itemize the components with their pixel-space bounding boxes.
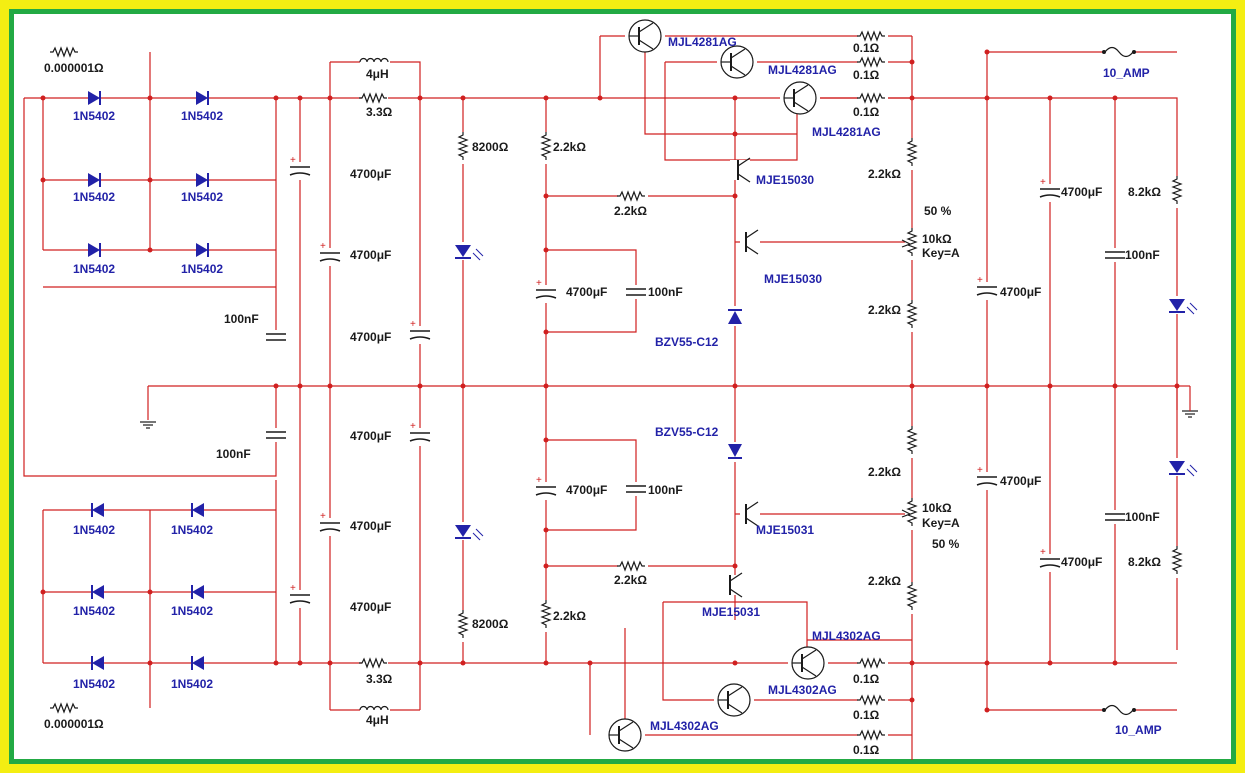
label-transistor: MJE15031	[756, 523, 814, 537]
label-transistor: MJL4302AG	[768, 683, 837, 697]
label-resistor: 3.3Ω	[366, 105, 393, 119]
label-diode: 1N5402	[181, 190, 223, 204]
label-inductor: 4μH	[366, 713, 389, 727]
label-resistor: 0.1Ω	[853, 708, 880, 722]
label-pot: 10kΩ	[922, 232, 952, 246]
label-cap: 100nF	[648, 483, 683, 497]
label-cap: 4700μF	[1000, 474, 1041, 488]
label-diode: 1N5402	[73, 109, 115, 123]
label-resistor: 2.2kΩ	[614, 204, 647, 218]
label-cap: 4700μF	[350, 600, 391, 614]
label-resistor: 2.2kΩ	[868, 574, 901, 588]
components	[49, 19, 1199, 752]
label-r-sense-top: 0.000001Ω	[44, 61, 104, 75]
label-diode: 1N5402	[181, 109, 223, 123]
label-pot-key: Key=A	[922, 516, 960, 530]
label-transistor: MJE15031	[702, 605, 760, 619]
label-resistor: 2.2kΩ	[614, 573, 647, 587]
label-cap: 100nF	[648, 285, 683, 299]
label-cap: 4700μF	[566, 285, 607, 299]
label-diode: 1N5402	[73, 677, 115, 691]
label-resistor: 0.1Ω	[853, 68, 880, 82]
label-resistor: 8.2kΩ	[1128, 185, 1161, 199]
labels: 0.000001Ω 0.000001Ω 1N5402 1N5402 1N5402…	[44, 35, 1162, 757]
label-diode: 1N5402	[181, 262, 223, 276]
label-cap: 4700μF	[350, 248, 391, 262]
label-resistor: 8200Ω	[472, 140, 509, 154]
label-diode: 1N5402	[73, 604, 115, 618]
label-diode: 1N5402	[171, 523, 213, 537]
label-transistor: MJL4302AG	[812, 629, 881, 643]
label-cap: 100nF	[1125, 248, 1160, 262]
label-cap: 4700μF	[1061, 555, 1102, 569]
label-diode: 1N5402	[73, 262, 115, 276]
label-fuse: 10_AMP	[1115, 723, 1162, 737]
label-cap: 100nF	[1125, 510, 1160, 524]
label-resistor: 2.2kΩ	[868, 167, 901, 181]
label-transistor: MJE15030	[764, 272, 822, 286]
label-transistor: MJL4281AG	[668, 35, 737, 49]
label-transistor: MJL4281AG	[812, 125, 881, 139]
label-cap: 4700μF	[566, 483, 607, 497]
label-diode: 1N5402	[73, 190, 115, 204]
label-pot: 10kΩ	[922, 501, 952, 515]
label-cap: 100nF	[224, 312, 259, 326]
label-diode: 1N5402	[171, 677, 213, 691]
label-zener: BZV55-C12	[655, 425, 719, 439]
label-resistor: 0.1Ω	[853, 41, 880, 55]
label-pot-percent: 50 %	[924, 204, 952, 218]
label-cap: 4700μF	[350, 330, 391, 344]
label-zener: BZV55-C12	[655, 335, 719, 349]
label-diode: 1N5402	[171, 604, 213, 618]
label-inductor: 4μH	[366, 67, 389, 81]
label-resistor: 0.1Ω	[853, 743, 880, 757]
label-cap: 4700μF	[1061, 185, 1102, 199]
label-resistor: 2.2kΩ	[553, 140, 586, 154]
label-fuse: 10_AMP	[1103, 66, 1150, 80]
label-diode: 1N5402	[73, 523, 115, 537]
label-resistor: 0.1Ω	[853, 672, 880, 686]
label-resistor: 3.3Ω	[366, 672, 393, 686]
label-cap: 4700μF	[350, 167, 391, 181]
label-resistor: 0.1Ω	[853, 105, 880, 119]
label-cap: 4700μF	[350, 429, 391, 443]
label-cap: 100nF	[216, 447, 251, 461]
label-transistor: MJL4302AG	[650, 719, 719, 733]
label-resistor: 2.2kΩ	[868, 465, 901, 479]
label-transistor: MJE15030	[756, 173, 814, 187]
label-r-sense-bottom: 0.000001Ω	[44, 717, 104, 731]
label-resistor: 8200Ω	[472, 617, 509, 631]
label-pot-key: Key=A	[922, 246, 960, 260]
label-pot-percent: 50 %	[932, 537, 960, 551]
label-cap: 4700μF	[1000, 285, 1041, 299]
label-transistor: MJL4281AG	[768, 63, 837, 77]
label-cap: 4700μF	[350, 519, 391, 533]
label-resistor: 2.2kΩ	[868, 303, 901, 317]
label-resistor: 8.2kΩ	[1128, 555, 1161, 569]
label-resistor: 2.2kΩ	[553, 609, 586, 623]
